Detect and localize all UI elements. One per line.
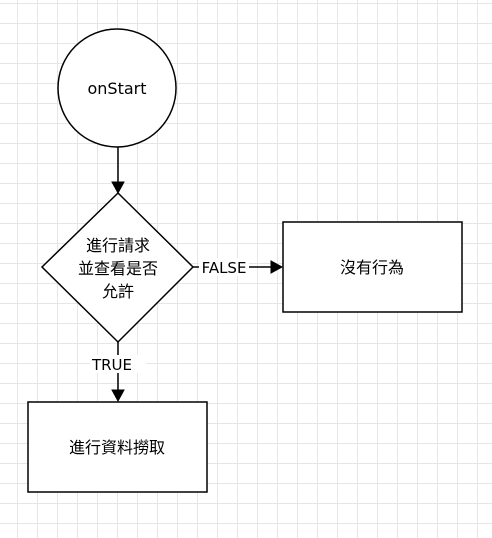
edge-false-label: FALSE: [202, 259, 247, 277]
fetch-node[interactable]: 進行資料撈取: [27, 401, 208, 493]
fetch-label: 進行資料撈取: [69, 438, 165, 457]
edge-true-label: TRUE: [91, 356, 132, 374]
edge-false-label-bg: [199, 258, 249, 276]
decision-node[interactable]: 進行請求 並查看是否 允許: [40, 191, 195, 344]
start-node-label: onStart: [87, 79, 146, 98]
decision-label-line-1: 進行請求: [86, 236, 150, 255]
no-action-node[interactable]: 沒有行為: [282, 221, 463, 313]
edge-true: TRUE: [90, 342, 146, 403]
decision-label-line-2: 並查看是否: [78, 259, 158, 278]
edge-true-label-bg: [90, 355, 146, 373]
start-node[interactable]: onStart: [57, 28, 177, 148]
edge-start-to-decision: [111, 147, 125, 195]
decision-label-line-3: 允許: [102, 282, 134, 301]
no-action-label: 沒有行為: [340, 258, 404, 277]
edge-false: FALSE: [193, 258, 284, 277]
